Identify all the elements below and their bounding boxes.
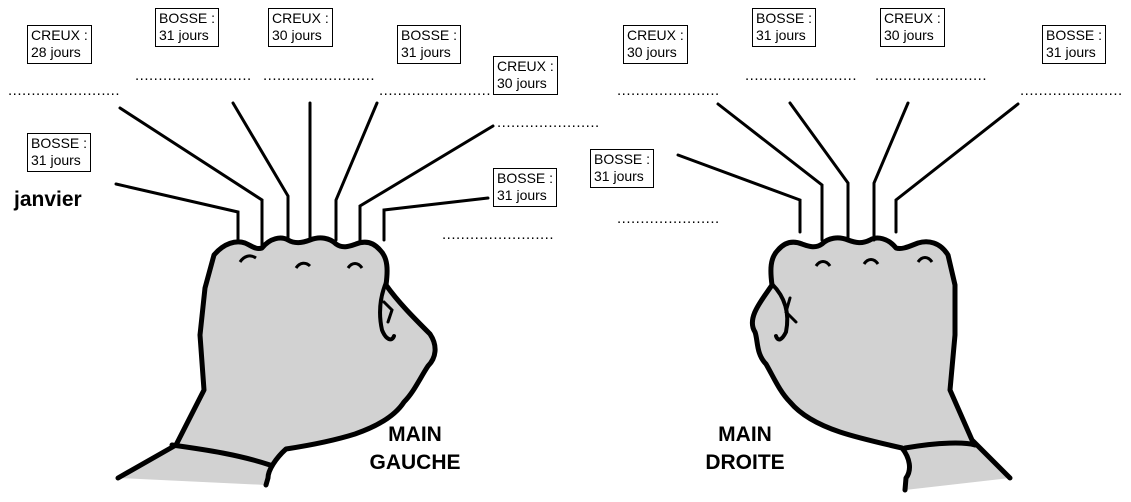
box-title: BOSSE : <box>401 27 458 43</box>
box-title: CREUX : <box>272 10 329 26</box>
blank-dotted-line: ................................ <box>1020 86 1124 96</box>
left-hand-fist <box>115 235 438 488</box>
left-knuckle-2 <box>294 261 312 269</box>
right-thumb-line <box>770 282 790 342</box>
right-hand-fist <box>749 235 1013 493</box>
right-knuckle-1 <box>814 260 832 267</box>
label-box-r-creux-30-b: CREUX : 30 jours <box>880 8 945 47</box>
box-title: CREUX : <box>627 27 684 43</box>
right-hand-outline <box>749 235 1013 493</box>
leader-janvier <box>114 182 240 242</box>
right-wrist-line <box>902 440 978 451</box>
box-days: 31 jours <box>594 168 644 184</box>
title-line: MAIN <box>388 423 442 446</box>
box-title: BOSSE : <box>594 151 651 167</box>
box-days: 31 jours <box>159 27 209 43</box>
box-title: CREUX : <box>884 10 941 26</box>
label-box-r-bosse-31-b: BOSSE : 31 jours <box>752 8 817 47</box>
box-days: 31 jours <box>1046 44 1096 60</box>
box-title: BOSSE : <box>159 10 216 26</box>
box-title: BOSSE : <box>31 135 88 151</box>
label-box-janvier: BOSSE : 31 jours <box>27 133 92 172</box>
left-knuckle-1 <box>238 254 257 263</box>
leader-r-bosse-31-b <box>788 101 850 240</box>
janvier-label: janvier <box>14 188 82 211</box>
leader-bosse-31-a <box>231 101 290 240</box>
blank-dotted-line: ................................ <box>263 71 375 81</box>
left-hand-outline <box>115 235 438 488</box>
leader-creux-28 <box>118 106 264 248</box>
box-days: 28 jours <box>31 44 81 60</box>
leader-creux-30-b <box>358 124 495 244</box>
leader-bosse-31-b <box>334 101 379 242</box>
box-title: CREUX : <box>497 58 554 74</box>
label-box-bosse-31-b: BOSSE : 31 jours <box>397 25 462 64</box>
label-box-r-bosse-31-a: BOSSE : 31 jours <box>590 149 655 188</box>
leader-r-bosse-31-a <box>676 153 802 234</box>
blank-dotted-line: ................................ <box>875 71 987 81</box>
blank-dotted-line: ................................ <box>745 71 857 81</box>
box-days: 31 jours <box>497 187 547 203</box>
box-title: BOSSE : <box>497 170 554 186</box>
box-days: 30 jours <box>272 27 322 43</box>
label-box-creux-30-a: CREUX : 30 jours <box>268 8 333 47</box>
blank-dotted-line: ................................ <box>379 86 491 96</box>
right-knuckle-3 <box>916 256 934 263</box>
left-leader-lines <box>114 101 495 248</box>
right-thumb-nail <box>784 296 798 324</box>
left-thumb-nail <box>382 300 394 324</box>
right-hand-title: MAIN DROITE <box>690 421 800 477</box>
box-days: 31 jours <box>401 44 451 60</box>
left-knuckle-3 <box>346 262 364 269</box>
left-thumb-line <box>377 278 396 342</box>
blank-dotted-line: ................................ <box>442 230 554 240</box>
blank-dotted-line: ................................ <box>135 71 253 81</box>
title-line: DROITE <box>705 451 785 474</box>
left-wrist-line <box>169 442 273 468</box>
box-days: 30 jours <box>627 44 677 60</box>
box-title: BOSSE : <box>756 10 813 26</box>
label-box-r-bosse-31-c: BOSSE : 31 jours <box>1042 25 1107 64</box>
right-leader-lines <box>676 101 1020 242</box>
blank-dotted-line: ................................ <box>497 118 601 128</box>
box-days: 31 jours <box>756 27 806 43</box>
blank-dotted-line: ................................ <box>617 214 721 224</box>
title-line: MAIN <box>718 423 772 446</box>
leader-r-creux-30-b <box>872 101 910 242</box>
leader-r-creux-30-a <box>716 102 824 242</box>
blank-dotted-line: ................................ <box>617 86 721 96</box>
box-title: BOSSE : <box>1046 27 1103 43</box>
label-box-bosse-31-a: BOSSE : 31 jours <box>155 8 220 47</box>
right-knuckle-2 <box>862 258 880 265</box>
box-days: 30 jours <box>497 75 547 91</box>
title-line: GAUCHE <box>369 451 461 474</box>
leader-r-bosse-31-c <box>894 102 1020 234</box>
label-box-bosse-31-c: BOSSE : 31 jours <box>493 168 558 207</box>
label-box-creux-30-b: CREUX : 30 jours <box>493 56 558 95</box>
leader-bosse-31-c <box>382 196 490 242</box>
label-box-creux-28: CREUX : 28 jours <box>27 25 92 64</box>
left-hand-title: MAIN GAUCHE <box>360 421 470 477</box>
box-title: CREUX : <box>31 27 88 43</box>
box-days: 31 jours <box>31 152 81 168</box>
blank-dotted-line: ................................ <box>8 86 120 96</box>
label-box-r-creux-30-a: CREUX : 30 jours <box>623 25 688 64</box>
box-days: 30 jours <box>884 27 934 43</box>
